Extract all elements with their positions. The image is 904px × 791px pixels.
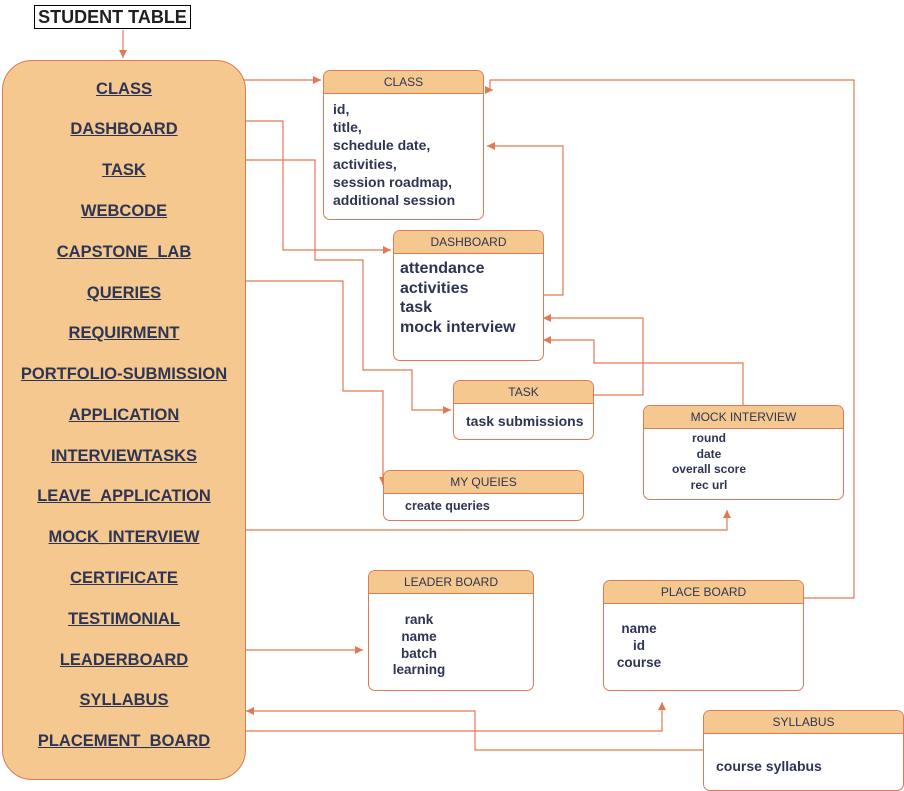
entity-place-board-title: PLACE BOARD [604,581,803,604]
field: additional session [333,192,456,209]
student-item-capstone-lab: CAPSTONE_LAB [56,243,192,261]
connector-dashboard-to-dashboard [244,120,391,254]
field: course syllabus [716,758,822,774]
entity-mock-interview-fields: round date overall score rec url [644,429,774,493]
field: overall score [671,462,747,477]
entity-dashboard-title: DASHBOARD [394,231,543,254]
student-item-dashboard: DASHBOARD [70,120,178,138]
field: task submissions [466,413,584,429]
entity-task: TASK task submissions [453,380,594,440]
student-item-placement-board: PLACEMENT_BOARD [37,732,211,750]
connector-queries-to-myqueries [233,280,387,485]
student-item-webcode: WEBCODE [80,202,168,220]
connector-task-to-dashboard [543,314,644,396]
field: id [633,637,645,653]
field: title, [333,119,362,136]
field: activities, [333,155,397,172]
entity-leader-board: LEADER BOARD rank name batch learning [368,570,534,691]
field: attendance [400,260,485,277]
field: name [621,621,657,636]
student-item-interviewtasks: INTERVIEWTASKS [50,447,198,465]
student-item-application: APPLICATION [68,406,180,424]
entity-my-queries: MY QUEIES create queries [383,470,584,521]
entity-my-queries-fields: create queries [384,494,583,513]
entity-class: CLASS id, title, schedule date, activiti… [323,70,484,220]
entity-class-title: CLASS [324,71,483,94]
connector-placeboard-to-class [485,79,855,599]
entity-place-board: PLACE BOARD name id course [603,580,804,691]
student-item-requirment: REQUIRMENT [68,324,180,342]
field: name [401,628,437,644]
student-item-leaderboard: LEADERBOARD [59,651,189,669]
entity-mock-interview-title: MOCK INTERVIEW [644,406,843,429]
field: round [692,431,726,445]
connector-dashboard-to-class [487,142,564,296]
field: learning [392,662,446,678]
connector-mock-to-mockinterview [233,510,731,531]
student-item-testimonial: TESTIMONIAL [68,610,180,628]
entity-dashboard-fields: attendance activities task mock intervie… [394,254,543,337]
connector-syllabus-to-list [246,707,703,751]
entity-syllabus: SYLLABUS course syllabus [703,710,904,791]
student-table-list [2,60,246,780]
entity-dashboard: DASHBOARD attendance activities task moc… [393,230,544,361]
field: date [696,446,722,461]
entity-task-fields: task submissions [454,404,593,429]
field: session roadmap, [333,173,453,190]
student-item-class: CLASS [96,80,152,98]
entity-syllabus-fields: course syllabus [704,734,903,774]
field: create queries [405,499,490,513]
field: task [400,299,433,316]
student-item-syllabus: SYLLABUS [79,691,169,709]
field: course [616,654,662,670]
field: schedule date, [333,137,431,154]
connector-placement-to-placeboard [244,702,666,732]
entity-my-queries-title: MY QUEIES [384,471,583,494]
field: batch [400,645,437,661]
entity-mock-interview: MOCK INTERVIEW round date overall score … [643,405,844,500]
student-item-queries: QUERIES [86,284,162,302]
field: id, [333,101,350,117]
field: mock interview [400,318,516,336]
field: rec url [690,477,728,492]
entity-place-board-fields: name id course [604,604,674,671]
page-title: STUDENT TABLE [34,5,191,29]
student-item-mock-interview: MOCK_INTERVIEW [48,528,200,546]
entity-class-fields: id, title, schedule date, activities, se… [324,94,483,209]
field: activities [400,279,469,297]
field: rank [404,612,434,627]
student-item-portfolio-submission: PORTFOLIO-SUBMISSION [20,365,228,383]
student-item-certificate: CERTIFICATE [70,569,178,587]
entity-leader-board-fields: rank name batch learning [369,594,469,679]
entity-syllabus-title: SYLLABUS [704,711,903,734]
student-item-task: TASK [102,161,146,179]
connector-task-to-task [244,159,451,414]
entity-leader-board-title: LEADER BOARD [369,571,533,594]
student-item-leave-application: LEAVE_APPLICATION [37,487,211,505]
connector-mockinterview-to-dashboard [543,336,744,405]
entity-task-title: TASK [454,381,593,404]
